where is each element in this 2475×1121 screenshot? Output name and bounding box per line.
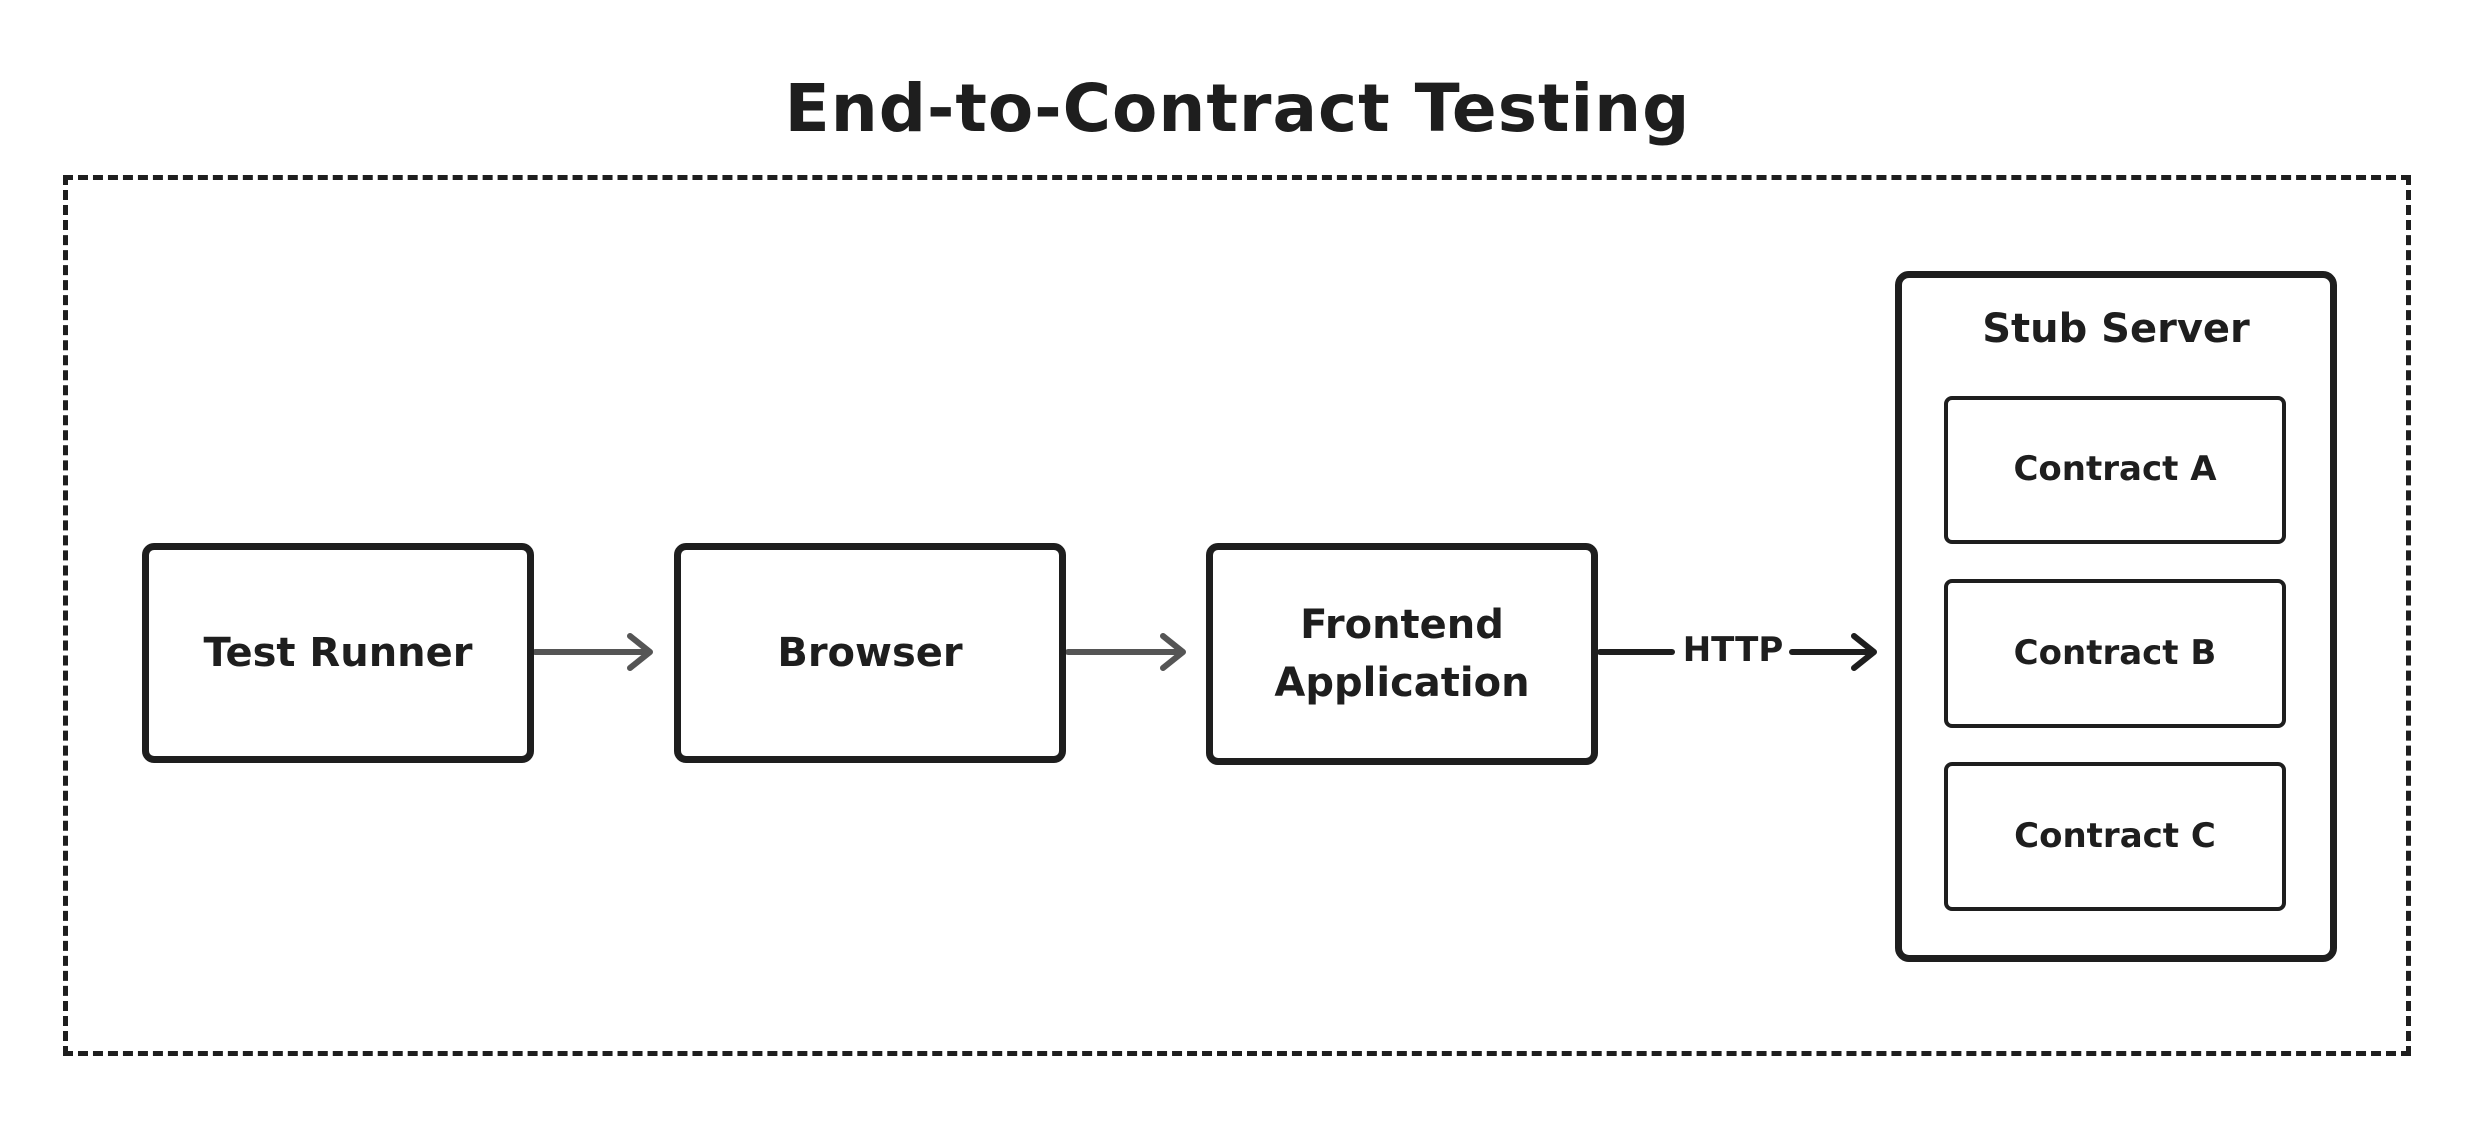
stub-server-container [1895, 271, 2337, 962]
test-runner-label: Test Runner [203, 630, 473, 676]
contract-a-node: Contract A [1944, 396, 2286, 544]
browser-label: Browser [777, 630, 963, 676]
boundary-frame [63, 175, 2411, 1056]
diagram-title: End-to-Contract Testing [784, 70, 1691, 147]
frontend-label-line1: Frontend [1300, 602, 1504, 648]
frontend-label-line2: Application [1274, 660, 1530, 706]
frontend-node: Frontend Application [1206, 543, 1598, 765]
arrow-browser-frontend [1065, 633, 1186, 671]
browser-node: Browser [674, 543, 1066, 763]
contract-b-node: Contract B [1944, 579, 2286, 728]
stub-server-label: Stub Server [1982, 306, 2250, 352]
contract-c-label: Contract C [2014, 815, 2216, 856]
http-edge-label: HTTP [1682, 630, 1784, 670]
contract-b-label: Contract B [2013, 632, 2217, 673]
arrow-frontend-stub [1597, 633, 1877, 671]
contract-c-node: Contract C [1944, 762, 2286, 911]
arrow-testrunner-browser [532, 633, 653, 671]
test-runner-node: Test Runner [142, 543, 534, 763]
contract-a-label: Contract A [2013, 449, 2217, 490]
